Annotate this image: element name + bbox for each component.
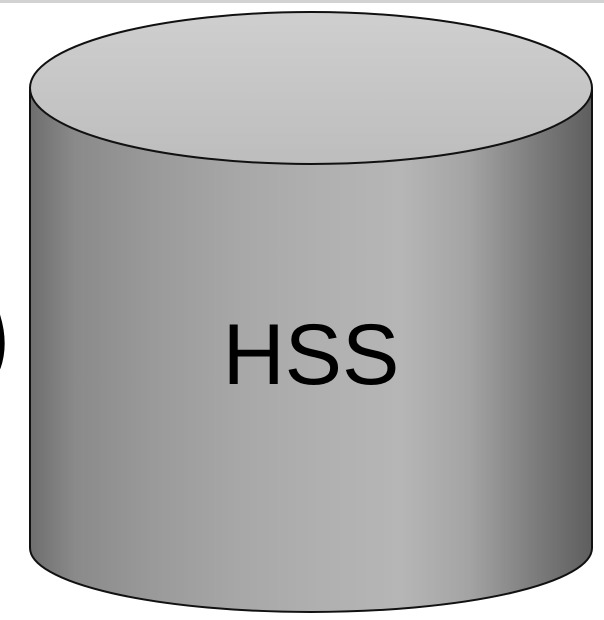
hss-label: HSS xyxy=(223,307,400,403)
cylinder-body xyxy=(29,89,593,613)
top-border-line xyxy=(0,0,604,3)
cylinder-top-face xyxy=(29,11,593,165)
